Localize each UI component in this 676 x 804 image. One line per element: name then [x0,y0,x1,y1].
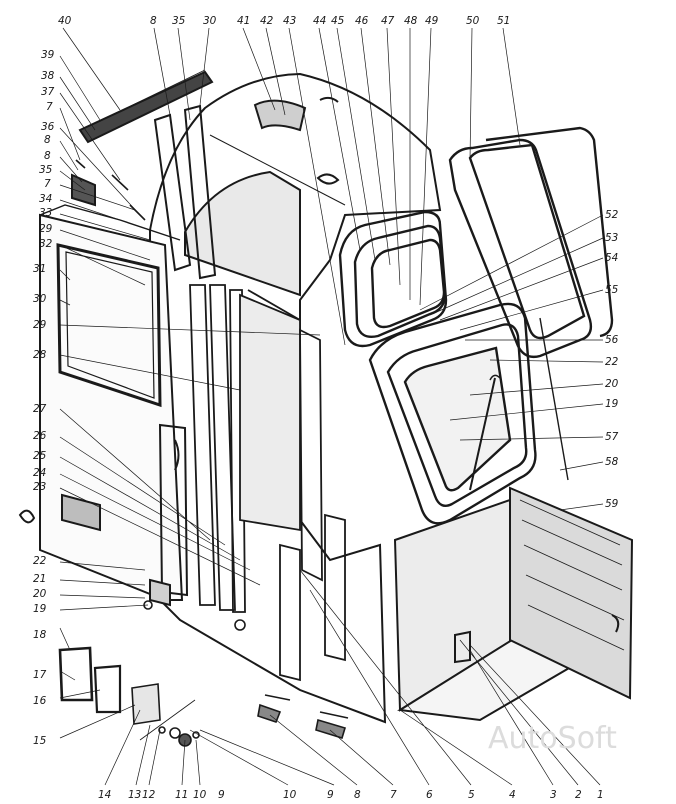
callout-label: 51 [497,15,510,27]
callout-label: 6 [426,789,433,801]
callout-label: 8 [44,150,51,162]
callout-label: 10 [193,789,207,801]
left-door [18,204,189,607]
callout-label: 43 [283,15,296,27]
callout-label: 33 [39,207,52,219]
callout-label: 22 [605,356,619,368]
callout-label: 5 [468,789,475,801]
callout-label: 26 [33,430,47,442]
callout-label: 37 [41,86,55,98]
callout-label: 56 [605,334,619,346]
callout-label: 4 [509,789,516,801]
callout-label: 25 [33,450,47,462]
roof-rail-strip [71,69,217,280]
callout-label: 36 [41,121,55,133]
callout-label: 54 [605,252,618,264]
loose-hardware [58,159,349,747]
callout-label: 7 [46,101,53,113]
callout-label: 12 [142,789,156,801]
callout-label: 23 [33,481,46,493]
callout-label: 20 [605,378,619,390]
right-door [509,486,634,700]
callout-label: 8 [354,789,361,801]
callout-label: 45 [331,15,345,27]
callout-label: 41 [237,15,250,27]
callout-label: 30 [203,15,217,27]
callout-label: 2 [575,789,582,801]
callout-label: 50 [466,15,480,27]
callout-label: 55 [605,284,619,296]
callout-label: 20 [33,588,47,600]
callout-label: 19 [605,398,619,410]
callout-label: 32 [39,238,53,250]
callout-label: 58 [605,456,619,468]
callout-label: 13 [128,789,141,801]
callout-label: 7 [44,178,51,190]
callout-label: 28 [33,349,47,361]
door-frame-posts [189,284,346,682]
callout-label: 21 [33,573,46,585]
callout-label: 22 [33,555,47,567]
callout-label: 14 [98,789,111,801]
callout-label: 30 [33,293,47,305]
callout-label: 7 [390,789,397,801]
callout-label: 46 [355,15,369,27]
callout-label: 52 [605,209,619,221]
watermark-text: AutoSoft [488,721,617,756]
callout-label: 53 [605,232,618,244]
callout-label: 9 [327,789,334,801]
callout-label: 42 [260,15,274,27]
callout-label: 48 [404,15,418,27]
callout-label: 11 [175,789,188,801]
callout-label: 34 [39,193,52,205]
callout-label: 24 [33,467,46,479]
callout-label: 1 [597,789,604,801]
callout-label: 3 [550,789,557,801]
callout-label: 18 [33,629,47,641]
callout-label: 35 [39,164,53,176]
callout-labels: 40 8 35 30 41 42 43 44 45 46 47 48 49 50… [33,15,619,801]
callout-label: 40 [58,15,72,27]
callout-label: 35 [172,15,186,27]
leader-lines [59,27,604,786]
callout-label: 9 [218,789,225,801]
callout-label: 16 [33,695,47,707]
callout-label: 31 [33,263,46,275]
callout-label: 8 [44,134,51,146]
callout-label: 29 [33,319,47,331]
callout-label: 27 [33,403,47,415]
callout-label: 15 [33,735,47,747]
callout-label: 38 [41,70,55,82]
callout-label: 57 [605,431,619,443]
rear-window-assembly [338,126,614,359]
callout-label: 59 [605,498,619,510]
callout-label: 10 [283,789,297,801]
callout-label: 44 [313,15,326,27]
callout-label: 8 [150,15,157,27]
callout-label: 19 [33,603,47,615]
callout-label: 29 [39,223,53,235]
callout-label: 49 [425,15,439,27]
callout-label: 17 [33,669,47,681]
callout-label: 39 [41,49,55,61]
callout-label: 47 [381,15,395,27]
